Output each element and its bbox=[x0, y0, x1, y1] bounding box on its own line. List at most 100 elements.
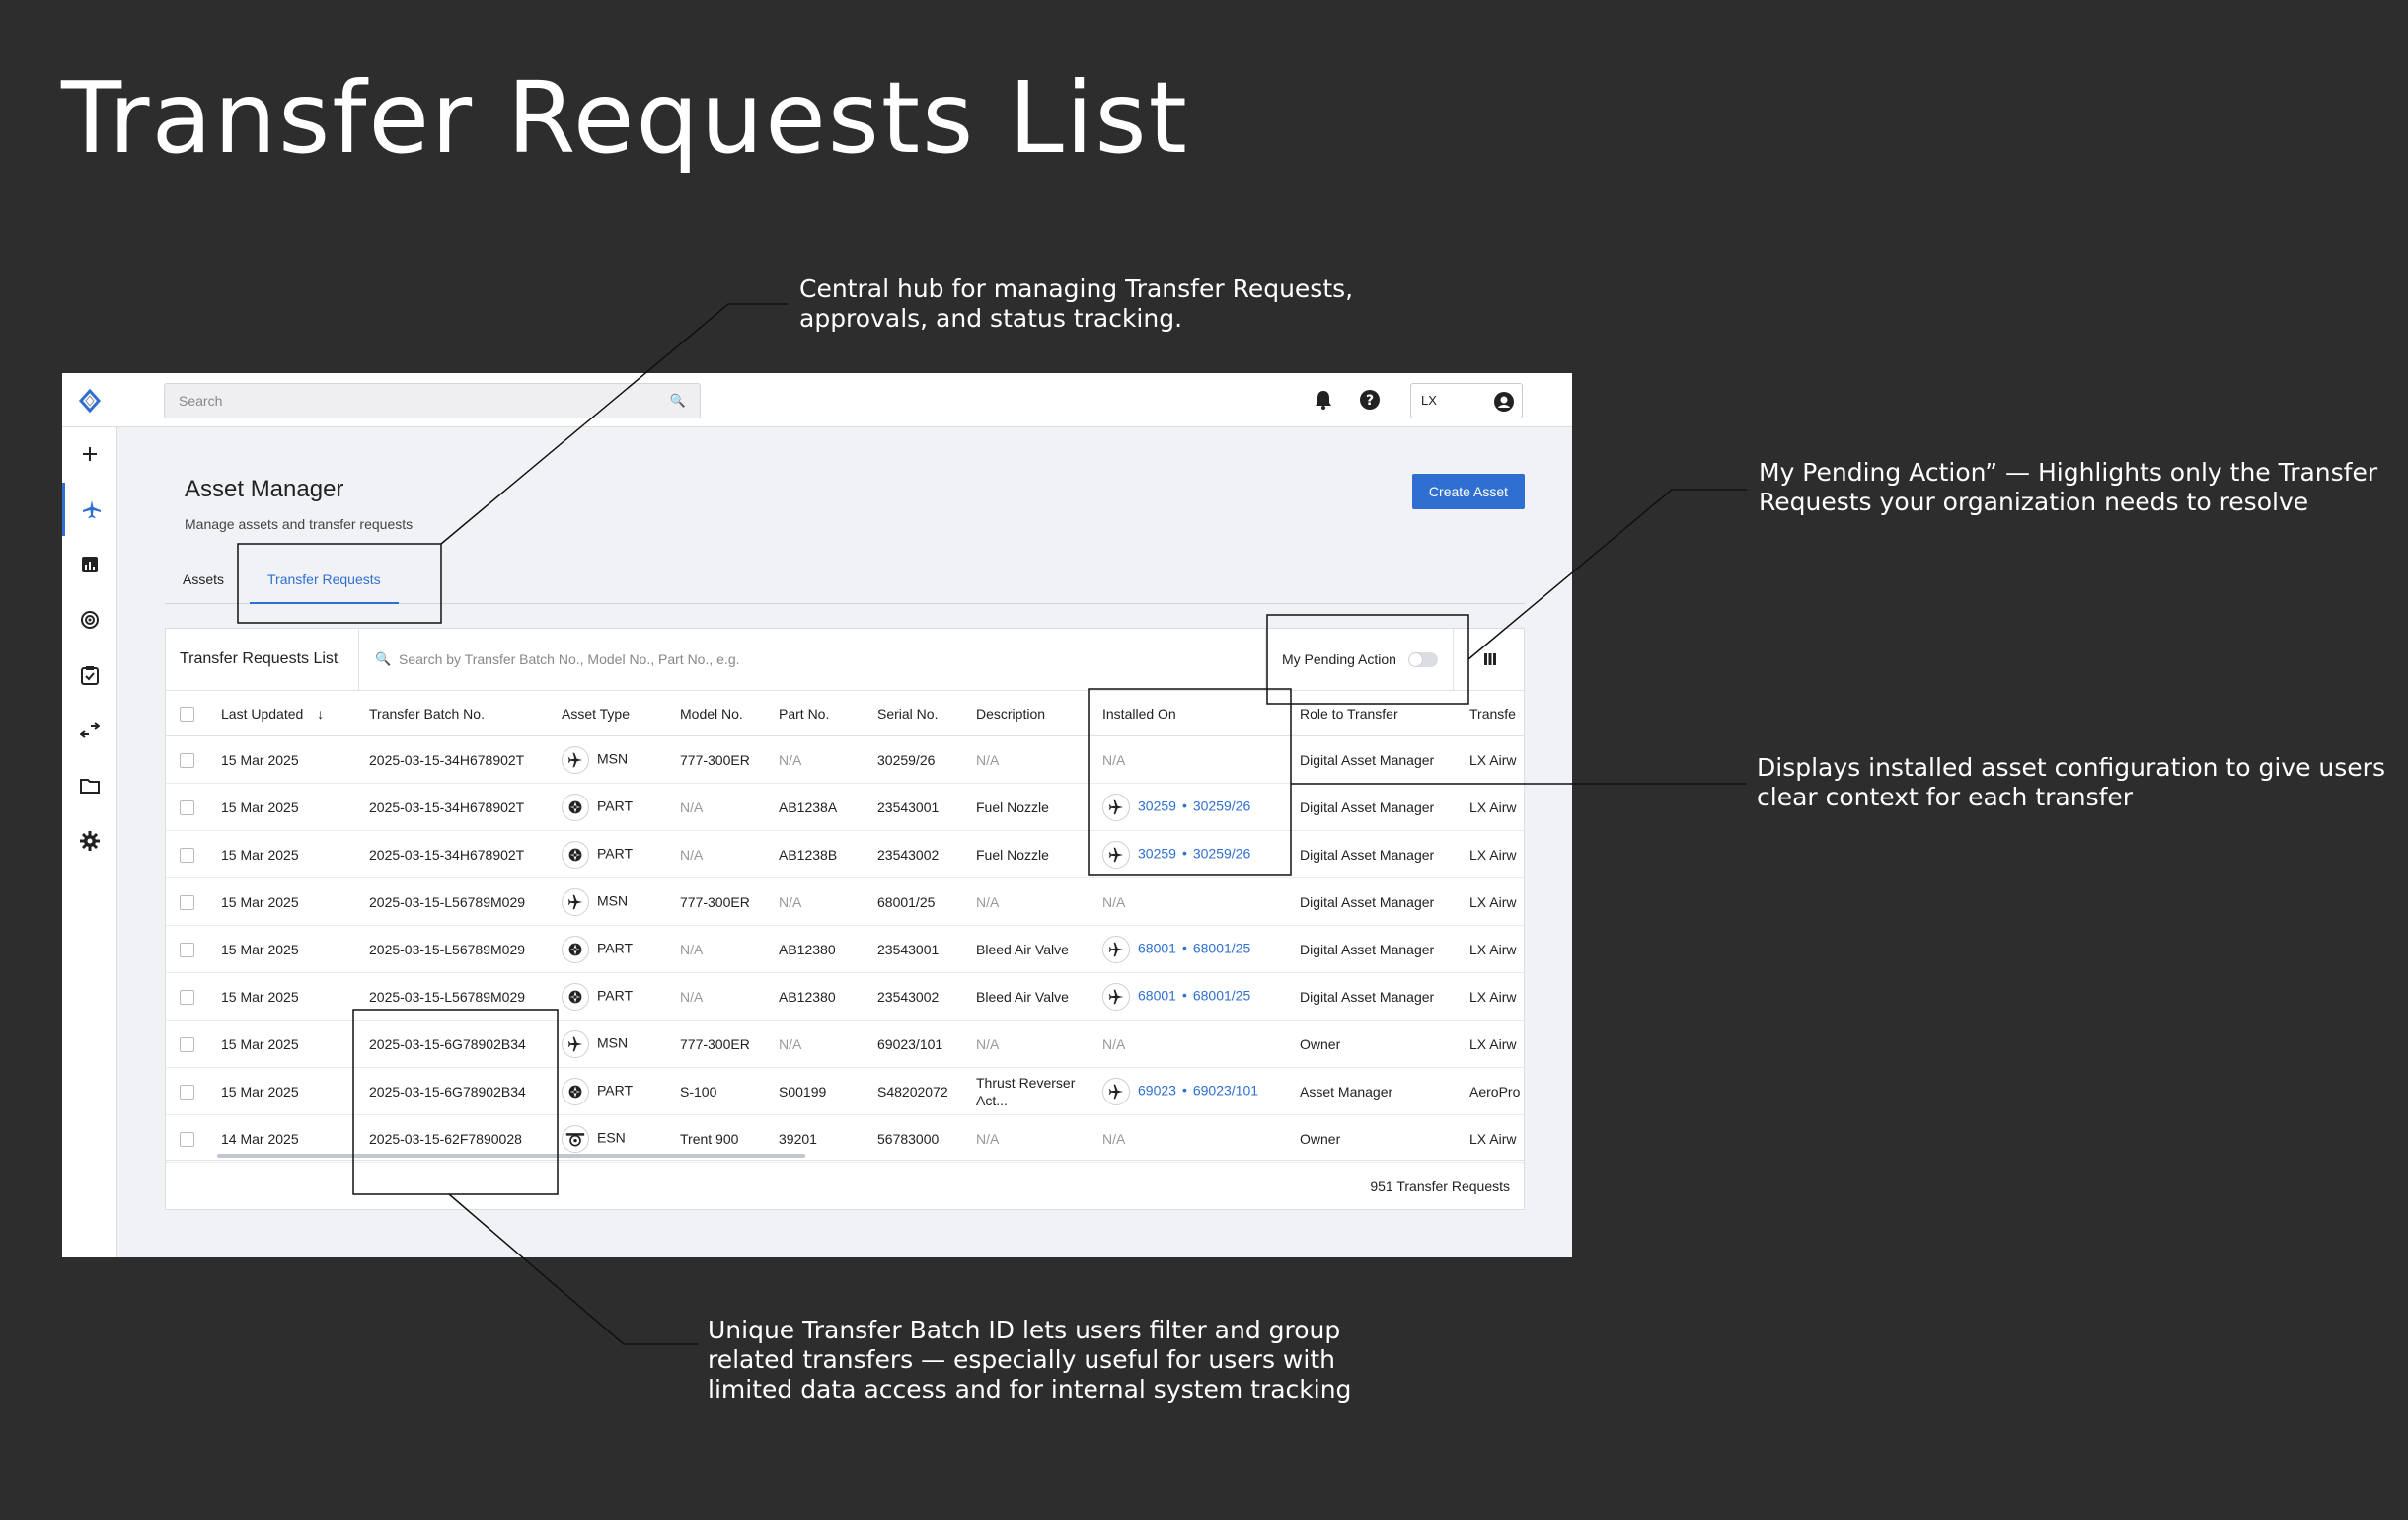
annotation-hub: Central hub for managing Transfer Reques… bbox=[799, 274, 1354, 333]
row-checkbox[interactable] bbox=[166, 925, 213, 973]
row-checkbox[interactable] bbox=[166, 783, 213, 831]
column-header-installed-on[interactable]: Installed On bbox=[1094, 690, 1292, 736]
row-checkbox[interactable] bbox=[166, 1114, 213, 1163]
global-search-input[interactable]: Search 🔍 bbox=[164, 383, 701, 418]
cell-model-no: N/A bbox=[672, 972, 771, 1021]
row-checkbox[interactable] bbox=[166, 877, 213, 926]
cell-role: Owner bbox=[1292, 1114, 1462, 1163]
installed-msn-link[interactable]: 30259 bbox=[1138, 845, 1176, 862]
sidebar-item-reports[interactable] bbox=[62, 538, 117, 591]
cell-installed-on: N/A bbox=[1094, 1114, 1292, 1163]
sidebar-item-assets[interactable] bbox=[62, 483, 117, 536]
column-header-last-updated[interactable]: Last Updated ↓ bbox=[213, 690, 361, 736]
sidebar-item-add[interactable] bbox=[62, 427, 117, 481]
part-icon bbox=[562, 935, 589, 963]
cell-installed-on: N/A bbox=[1094, 735, 1292, 784]
cell-installed-on[interactable]: 30259 • 30259/26 bbox=[1094, 783, 1292, 831]
installed-serial-link[interactable]: 68001/25 bbox=[1192, 987, 1251, 1004]
table-footer-count: 951 Transfer Requests bbox=[166, 1160, 1524, 1209]
row-checkbox[interactable] bbox=[166, 830, 213, 878]
cell-description: Bleed Air Valve bbox=[968, 925, 1094, 973]
select-all-checkbox[interactable] bbox=[166, 690, 213, 736]
column-selector-button[interactable] bbox=[1453, 629, 1524, 690]
cell-installed-on[interactable]: 30259 • 30259/26 bbox=[1094, 830, 1292, 878]
search-icon: 🔍 bbox=[375, 651, 392, 666]
separator-dot: • bbox=[1181, 798, 1187, 814]
notification-bell-icon[interactable] bbox=[1311, 387, 1336, 413]
tab-assets[interactable]: Assets bbox=[183, 571, 225, 587]
cell-installed-on[interactable]: 69023 • 69023/101 bbox=[1094, 1067, 1292, 1115]
installed-msn-link[interactable]: 69023 bbox=[1138, 1082, 1176, 1099]
table-search-input[interactable]: 🔍 Search by Transfer Batch No., Model No… bbox=[359, 629, 1265, 690]
sidebar-item-engines[interactable] bbox=[62, 593, 117, 646]
column-header-transfer[interactable]: Transfe bbox=[1462, 690, 1524, 736]
column-header-asset-type[interactable]: Asset Type bbox=[554, 690, 672, 736]
sidebar-item-tasks[interactable] bbox=[62, 648, 117, 702]
pending-action-toggle[interactable] bbox=[1408, 652, 1438, 667]
separator-dot: • bbox=[1181, 845, 1187, 862]
cell-installed-on[interactable]: 68001•68001/25 bbox=[1094, 972, 1292, 1021]
sidebar-item-settings[interactable] bbox=[62, 814, 117, 868]
cell-last-updated: 15 Mar 2025 bbox=[213, 972, 361, 1021]
cell-role: Asset Manager bbox=[1292, 1067, 1462, 1115]
cell-serial-no: S48202072 bbox=[869, 1067, 968, 1115]
pending-action-label: My Pending Action bbox=[1282, 651, 1396, 667]
cell-description: Fuel Nozzle bbox=[968, 783, 1094, 831]
annotation-batch-id: Unique Transfer Batch ID lets users filt… bbox=[708, 1316, 1352, 1404]
plus-icon bbox=[83, 447, 97, 461]
row-checkbox[interactable] bbox=[166, 1067, 213, 1115]
column-header-model[interactable]: Model No. bbox=[672, 690, 771, 736]
help-icon[interactable]: ? bbox=[1357, 387, 1383, 413]
cell-role: Owner bbox=[1292, 1020, 1462, 1068]
installed-serial-link[interactable]: 30259/26 bbox=[1192, 798, 1251, 814]
installed-msn-link[interactable]: 30259 bbox=[1138, 798, 1176, 814]
columns-icon bbox=[1483, 653, 1496, 665]
sidebar-item-documents[interactable] bbox=[62, 759, 117, 812]
page-heading: Transfer Requests List bbox=[61, 60, 1189, 176]
installed-serial-link[interactable]: 69023/101 bbox=[1192, 1082, 1259, 1099]
installed-serial-link[interactable]: 30259/26 bbox=[1192, 845, 1251, 862]
horizontal-scrollbar[interactable] bbox=[217, 1154, 805, 1158]
cell-transfer: LX Airw bbox=[1462, 972, 1524, 1021]
column-header-part[interactable]: Part No. bbox=[771, 690, 869, 736]
row-checkbox[interactable] bbox=[166, 1020, 213, 1068]
column-header-description[interactable]: Description bbox=[968, 690, 1094, 736]
cell-batch-no: 2025-03-15-34H678902T bbox=[361, 830, 554, 878]
cell-installed-on[interactable]: 68001•68001/25 bbox=[1094, 925, 1292, 973]
svg-text:?: ? bbox=[1366, 393, 1374, 409]
cell-part-no: AB12380 bbox=[771, 925, 869, 973]
user-org-selector[interactable]: LX bbox=[1410, 383, 1523, 418]
cell-batch-no: 2025-03-15-6G78902B34 bbox=[361, 1020, 554, 1068]
airplane-icon bbox=[562, 887, 589, 916]
installed-msn-link[interactable]: 68001 bbox=[1138, 987, 1176, 1004]
logo-icon[interactable] bbox=[78, 389, 102, 413]
airplane-icon bbox=[82, 500, 101, 518]
cell-model-no: N/A bbox=[672, 925, 771, 973]
cell-batch-no: 2025-03-15-L56789M029 bbox=[361, 972, 554, 1021]
part-icon bbox=[562, 793, 589, 821]
chart-icon bbox=[82, 557, 98, 572]
row-checkbox[interactable] bbox=[166, 735, 213, 784]
sidebar-item-transfers[interactable] bbox=[62, 704, 117, 757]
cell-transfer: LX Airw bbox=[1462, 1020, 1524, 1068]
row-checkbox[interactable] bbox=[166, 972, 213, 1021]
transfer-requests-panel: Transfer Requests List 🔍 Search by Trans… bbox=[165, 628, 1525, 1210]
tab-transfer-requests[interactable]: Transfer Requests bbox=[250, 557, 399, 604]
column-header-serial[interactable]: Serial No. bbox=[869, 690, 968, 736]
column-header-batch[interactable]: Transfer Batch No. bbox=[361, 690, 554, 736]
column-header-role[interactable]: Role to Transfer bbox=[1292, 690, 1462, 736]
installed-msn-link[interactable]: 68001 bbox=[1138, 940, 1176, 956]
separator-dot: • bbox=[1181, 1082, 1187, 1099]
search-icon: 🔍 bbox=[669, 393, 686, 408]
installed-serial-link[interactable]: 68001/25 bbox=[1192, 940, 1251, 956]
create-asset-button[interactable]: Create Asset bbox=[1412, 474, 1525, 509]
cell-batch-no: 2025-03-15-L56789M029 bbox=[361, 877, 554, 926]
